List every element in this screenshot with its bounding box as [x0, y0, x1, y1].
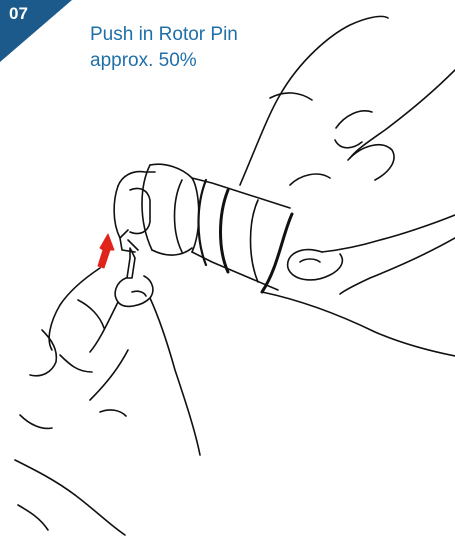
push-arrow-icon	[98, 234, 114, 268]
rotor-cylinder	[114, 164, 292, 292]
left-hand	[15, 268, 200, 535]
rotor-pin	[127, 240, 138, 278]
right-hand	[240, 16, 455, 356]
